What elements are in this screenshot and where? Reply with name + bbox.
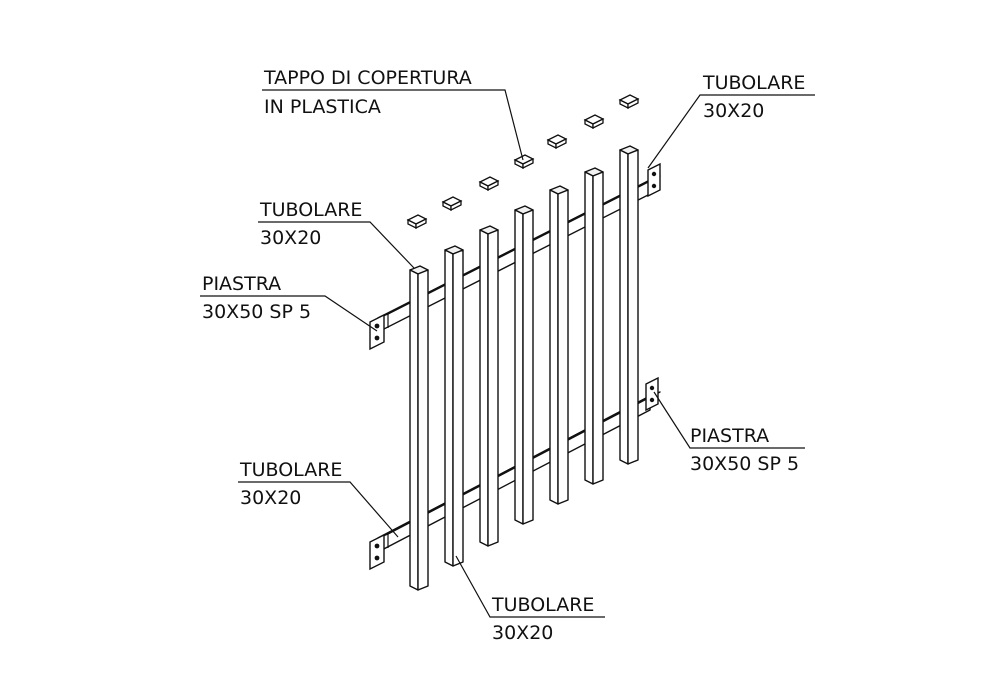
leader-plate-top-left	[200, 295, 378, 332]
leader-cap	[262, 89, 524, 161]
plate-top-right	[647, 162, 661, 198]
label-cap: TAPPO DI COPERTURA IN PLASTICA	[263, 67, 472, 118]
label-plate-top-left-line-2: 30X50 SP 5	[202, 301, 311, 323]
label-tube-bottom-left-line-1: TUBOLARE	[239, 459, 342, 481]
end-cap-3	[478, 176, 500, 192]
label-cap-line-2: IN PLASTICA	[264, 96, 381, 118]
label-tube-top-right: TUBOLARE 30X20	[702, 72, 805, 122]
vertical-bar-1	[409, 265, 429, 591]
vertical-bar-2	[444, 245, 464, 567]
plate-top-left	[369, 313, 385, 351]
label-tube-bottom-left: TUBOLARE 30X20	[239, 459, 342, 509]
leader-tube-top-right	[647, 94, 815, 169]
plate-bottom-right	[645, 376, 659, 412]
label-plate-bottom-right: PIASTRA 30X50 SP 5	[690, 425, 799, 475]
leader-tube-bottom	[455, 555, 605, 618]
end-cap-1	[406, 214, 428, 230]
label-tube-bottom-left-line-2: 30X20	[240, 487, 301, 509]
label-tube-bottom: TUBOLARE 30X20	[491, 594, 594, 644]
label-plate-top-left-line-1: PIASTRA	[202, 273, 281, 295]
label-plate-bottom-right-line-1: PIASTRA	[690, 425, 769, 447]
label-tube-bottom-line-1: TUBOLARE	[491, 594, 594, 616]
leader-tube-top-left	[258, 221, 415, 269]
end-cap-6	[583, 114, 605, 130]
leader-lines	[200, 89, 815, 618]
vertical-bar-4	[514, 205, 534, 525]
vertical-bar-5	[549, 185, 569, 505]
vertical-bar-3	[479, 225, 499, 547]
label-tube-top-left-line-2: 30X20	[260, 227, 321, 249]
label-tube-top-left: TUBOLARE 30X20	[259, 199, 362, 249]
vertical-bar-6	[584, 167, 604, 485]
label-tube-top-left-line-1: TUBOLARE	[259, 199, 362, 221]
label-tube-top-right-line-1: TUBOLARE	[702, 72, 805, 94]
label-tube-bottom-line-2: 30X20	[492, 622, 553, 644]
vertical-bar-7	[619, 145, 639, 465]
leader-tube-bottom-left	[238, 481, 399, 538]
label-cap-line-1: TAPPO DI COPERTURA	[263, 67, 472, 89]
plate-bottom-left	[369, 533, 385, 571]
end-cap-4	[513, 154, 535, 170]
label-plate-bottom-right-line-2: 30X50 SP 5	[690, 453, 799, 475]
label-tube-top-right-line-2: 30X20	[703, 100, 764, 122]
label-plate-top-left: PIASTRA 30X50 SP 5	[202, 273, 311, 323]
end-cap-2	[441, 196, 463, 212]
leader-plate-bottom-right	[653, 391, 805, 449]
end-caps	[406, 94, 640, 230]
end-cap-5	[546, 134, 568, 150]
end-cap-7	[618, 94, 640, 110]
